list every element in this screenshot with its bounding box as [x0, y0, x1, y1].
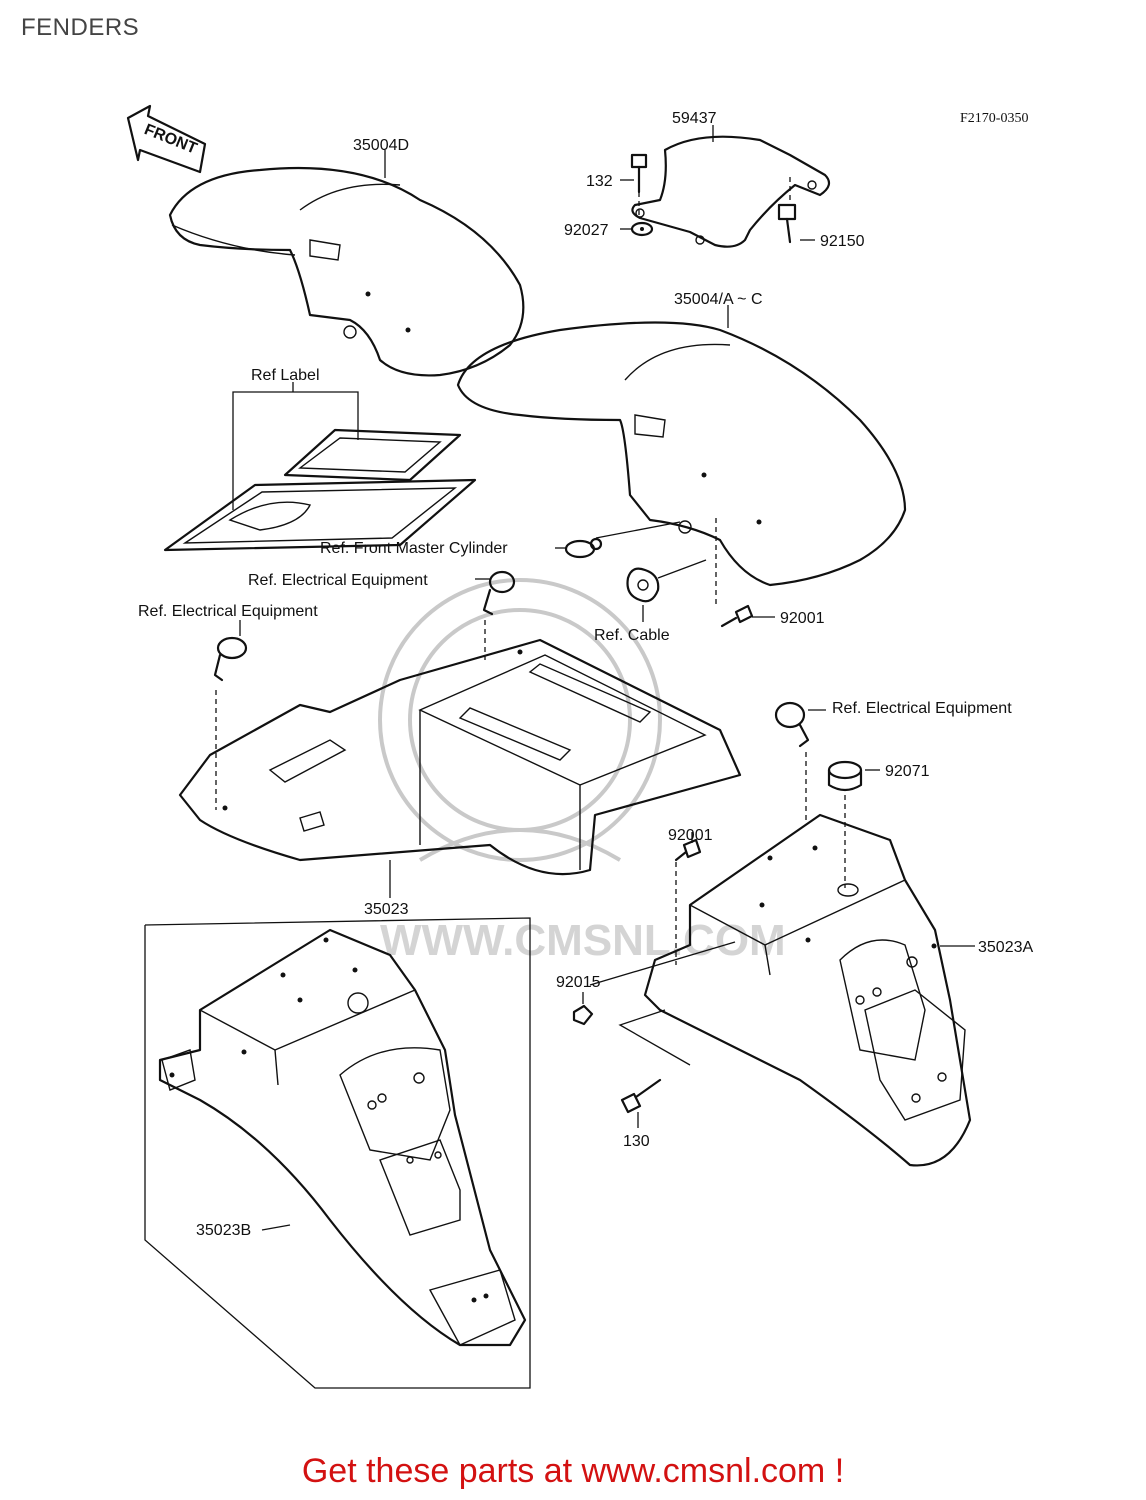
- label-59437: 59437: [672, 110, 717, 127]
- rear-fender-35023b: [144, 917, 531, 1389]
- bolt-132: [620, 153, 648, 215]
- electrical-clamp-1: [475, 570, 516, 660]
- front-master-cylinder-clamp: [555, 521, 681, 559]
- bracket-59437: [631, 125, 831, 248]
- front-fender-35004d: [168, 150, 525, 377]
- grommet-92071: [827, 760, 880, 888]
- label-35004ac: 35004/A ~ C: [674, 291, 763, 308]
- label-130: 130: [623, 1133, 650, 1150]
- label-92001-upper: 92001: [780, 610, 825, 627]
- bolt-130: [618, 1009, 691, 1128]
- label-92150: 92150: [820, 233, 865, 250]
- ref-label-decals: [163, 382, 477, 552]
- rear-inner-fender-35023: [178, 638, 742, 898]
- label-35023: 35023: [364, 901, 409, 918]
- front-fender-35004ac: [456, 305, 907, 587]
- watermark-logo: WWW.CMSNL.COM: [378, 578, 786, 965]
- electrical-clamp-2: [213, 620, 248, 810]
- label-92001-lower: 92001: [668, 827, 713, 844]
- label-ref-electrical-2: Ref. Electrical Equipment: [138, 603, 318, 620]
- label-35004d: 35004D: [353, 137, 409, 154]
- label-ref-cable: Ref. Cable: [594, 627, 670, 644]
- label-35023b: 35023B: [196, 1222, 251, 1239]
- bolt-92001-upper: [715, 518, 775, 628]
- label-92015: 92015: [556, 974, 601, 991]
- label-92071: 92071: [885, 763, 930, 780]
- label-ref-electrical-1: Ref. Electrical Equipment: [248, 572, 428, 589]
- bolt-92001-lower: [674, 832, 702, 965]
- figure-code: F2170-0350: [960, 111, 1028, 126]
- label-35023a: 35023A: [978, 939, 1033, 956]
- label-ref-electrical-3: Ref. Electrical Equipment: [832, 700, 1012, 717]
- rear-fender-35023a: [589, 813, 975, 1167]
- label-ref-front-master-cylinder: Ref. Front Master Cylinder: [320, 540, 508, 557]
- label-132: 132: [586, 173, 613, 190]
- nut-92015: [572, 992, 594, 1026]
- cable-guide: [626, 559, 707, 622]
- bolt-92150: [777, 175, 815, 244]
- electrical-clamp-3: [774, 701, 826, 822]
- front-arrow: FRONT: [126, 104, 207, 174]
- label-ref-label: Ref Label: [251, 367, 320, 384]
- watermark-text: WWW.CMSNL.COM: [380, 916, 786, 965]
- nut-92027: [620, 221, 654, 237]
- label-92027: 92027: [564, 222, 609, 239]
- page-title: FENDERS: [21, 14, 140, 41]
- footer-shop-link[interactable]: Get these parts at www.cmsnl.com !: [301, 1452, 845, 1490]
